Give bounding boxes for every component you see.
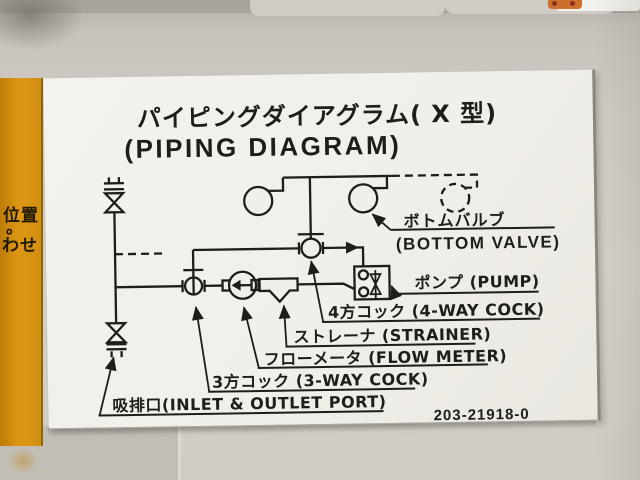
panel-surface-highlight <box>250 0 445 16</box>
bottom-valve-right-icon <box>348 183 379 214</box>
bottom-valve-leader <box>371 213 392 231</box>
label-leader-lines <box>98 213 402 416</box>
strip-text-fragment: わせ <box>2 236 38 256</box>
pump-icon <box>353 264 391 301</box>
three-way-cock-icon <box>181 250 206 296</box>
piping-diagram: パイピングダイアグラム( X 型) (PIPING DIAGRAM) <box>98 99 561 425</box>
inlet-pipe <box>113 212 183 324</box>
label-strainer: ストレーナ (STRAINER) <box>293 324 491 346</box>
part-number: 203-21918-0 <box>433 406 529 425</box>
dashed-branch-line <box>115 252 165 256</box>
pipe <box>297 282 360 293</box>
paint-stain <box>8 448 38 474</box>
shutoff-valve-top-icon <box>102 177 127 214</box>
pipe <box>192 247 299 252</box>
label-inlet-outlet-port: 吸排口(INLET & OUTLET PORT) <box>112 392 386 415</box>
flow-direction-arrow <box>231 279 241 291</box>
top-right-orange-object <box>548 0 582 9</box>
orange-warning-strip: 。 位置 わせ <box>0 78 43 446</box>
flow-meter-icon <box>204 270 260 300</box>
label-four-way-cock: 4方コック (4-WAY COCK) <box>328 300 545 322</box>
label-three-way-cock: 3方コック (3-WAY COCK) <box>212 369 429 391</box>
flow-meter-leader <box>241 306 260 369</box>
flow-direction-arrow <box>345 241 359 254</box>
bottom-valve-optional-dashed-icon <box>440 182 471 214</box>
strainer-leader <box>278 304 291 347</box>
corner-shadow <box>0 0 85 50</box>
top-right-white-bar <box>557 0 640 11</box>
orange-object-dot <box>570 1 575 6</box>
piping-diagram-placard: パイピングダイアグラム( X 型) (PIPING DIAGRAM) <box>43 69 601 430</box>
label-bottom-valve-jp: ボトムバルブ <box>403 210 505 231</box>
four-way-cock-leader <box>307 260 325 323</box>
placard-title-japanese: パイピングダイアグラム( X 型) <box>137 99 498 133</box>
label-bottom-valve-en: (BOTTOM VALVE) <box>396 232 561 254</box>
inlet-outlet-leader <box>98 356 117 416</box>
strip-text-fragment: 。 <box>6 218 23 238</box>
strip-text-fragment: 位置 <box>3 206 39 226</box>
right-edge-shading <box>595 0 640 480</box>
placard-title-english: (PIPING DIAGRAM) <box>124 130 401 164</box>
label-flow-meter: フローメータ (FLOW METER) <box>264 346 508 369</box>
shutoff-valve-bottom-icon <box>104 321 129 358</box>
pump-leader <box>390 284 402 301</box>
panel-seam <box>178 426 181 480</box>
label-pump: ポンプ (PUMP) <box>414 272 539 293</box>
orange-object-dot <box>552 1 557 6</box>
pipe <box>322 246 365 270</box>
four-way-cock-icon <box>297 177 325 259</box>
strainer-icon <box>258 277 299 304</box>
three-way-cock-leader <box>191 306 211 392</box>
bottom-valve-manifold <box>243 173 479 217</box>
label-underlines <box>98 226 555 417</box>
bottom-valve-left-icon <box>243 185 274 217</box>
